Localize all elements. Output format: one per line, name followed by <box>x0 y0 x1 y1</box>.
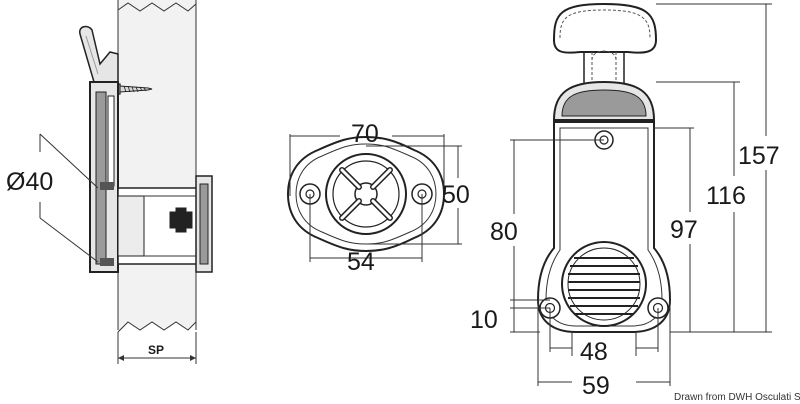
front-dimensions <box>510 3 772 386</box>
height-80-label: 80 <box>490 218 518 246</box>
hull-wall <box>117 0 197 333</box>
flange-width-dimension <box>289 134 445 196</box>
flange-hole-spacing-dimension <box>309 194 423 262</box>
hole-spacing-label: 48 <box>580 338 608 366</box>
thickness-label: SP <box>148 343 164 357</box>
height-97-label: 97 <box>670 216 698 244</box>
flange-width-label: 70 <box>351 120 379 148</box>
front-grille <box>561 241 647 327</box>
flange-height-dimension <box>366 145 462 245</box>
bottom-offset-label: 10 <box>470 306 498 334</box>
thickness-dimension <box>117 332 197 364</box>
valve-body-section <box>89 81 119 273</box>
side-section-view: Ø40 SP <box>6 0 213 364</box>
height-116-label: 116 <box>706 182 746 210</box>
flange-hole-spacing-label: 54 <box>347 248 375 276</box>
diameter-label: Ø40 <box>6 168 53 196</box>
flange-height-label: 50 <box>442 181 470 209</box>
flange-view: 70 50 54 <box>286 120 470 276</box>
diameter-dimension <box>39 133 99 263</box>
base-width-label: 59 <box>582 372 610 400</box>
flange-grille <box>325 153 407 235</box>
valve-handle <box>552 2 658 94</box>
hook-cap <box>79 25 119 83</box>
credit-text: Drawn from DWH Osculati SpA <box>674 392 800 403</box>
total-height-label: 157 <box>738 142 780 170</box>
hose-nipple <box>169 207 193 233</box>
front-view: 157 116 97 80 10 48 59 <box>470 2 780 400</box>
through-hull-pipe <box>117 175 213 273</box>
